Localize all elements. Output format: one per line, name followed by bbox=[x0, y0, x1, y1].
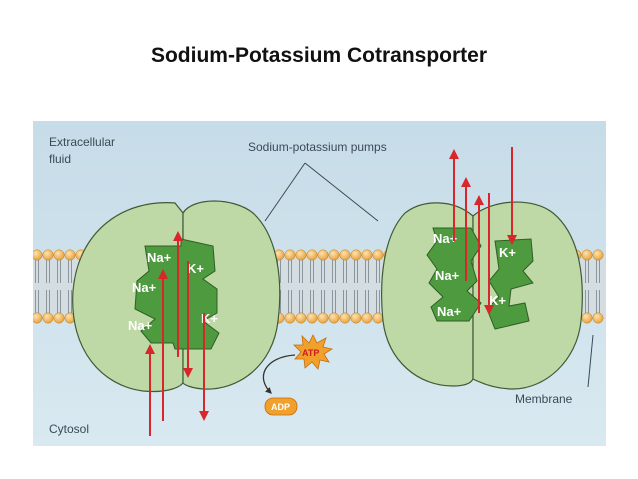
pumps-pointer-right bbox=[304, 162, 379, 222]
pump-diagram: Extracellular fluid Sodium-potassium pum… bbox=[33, 121, 606, 446]
lipid-head bbox=[284, 249, 296, 261]
lipid-head bbox=[53, 312, 65, 324]
lipid-head bbox=[33, 249, 43, 261]
lipid-head bbox=[295, 312, 307, 324]
lipid-head bbox=[372, 312, 384, 324]
lipid-head bbox=[581, 312, 593, 324]
lipid-head bbox=[306, 312, 318, 324]
left-na-ion-2: Na+ bbox=[132, 280, 157, 295]
left-na-ion-3: Na+ bbox=[128, 318, 153, 333]
adp-badge: ADP bbox=[264, 397, 298, 416]
right-binding-site-na bbox=[426, 227, 482, 322]
lipid-head bbox=[328, 312, 340, 324]
left-k-ion-2: K+ bbox=[201, 311, 218, 326]
right-na-ion-1: Na+ bbox=[433, 231, 458, 246]
slide-title: Sodium-Potassium Cotransporter bbox=[150, 44, 488, 67]
lipid-head bbox=[42, 312, 54, 324]
right-pump: Na+ Na+ Na+ K+ K+ bbox=[381, 147, 583, 390]
lipid-head bbox=[317, 312, 329, 324]
right-na-ion-2: Na+ bbox=[435, 268, 460, 283]
extracellular-label-line2: fluid bbox=[49, 152, 71, 166]
right-na-ion-3: Na+ bbox=[437, 304, 462, 319]
lipid-head bbox=[361, 249, 373, 261]
lipid-head bbox=[361, 312, 373, 324]
extracellular-label: Extracellular bbox=[49, 135, 115, 149]
right-k-ion-1: K+ bbox=[499, 245, 516, 260]
membrane-pointer bbox=[587, 334, 594, 388]
adp-label: ADP bbox=[271, 402, 290, 412]
atp-starburst: ATP bbox=[293, 334, 334, 370]
pumps-pointer-left bbox=[264, 162, 306, 222]
membrane-label: Membrane bbox=[515, 392, 573, 406]
pumps-label: Sodium-potassium pumps bbox=[248, 140, 387, 154]
left-na-ion-1: Na+ bbox=[147, 250, 172, 265]
lipid-head bbox=[33, 312, 43, 324]
atp-to-adp-arrow bbox=[262, 354, 296, 394]
lipid-head bbox=[372, 249, 384, 261]
lipid-head bbox=[339, 249, 351, 261]
lipid-head bbox=[350, 312, 362, 324]
lipid-head bbox=[295, 249, 307, 261]
lipid-head bbox=[592, 312, 604, 324]
lipid-head bbox=[339, 312, 351, 324]
left-k-ion-1: K+ bbox=[187, 261, 204, 276]
lipid-head bbox=[581, 249, 593, 261]
left-pump: Na+ Na+ Na+ K+ K+ bbox=[72, 200, 281, 436]
lipid-head bbox=[42, 249, 54, 261]
lipid-head bbox=[306, 249, 318, 261]
atp-label: ATP bbox=[302, 348, 319, 358]
lipid-head bbox=[64, 249, 76, 261]
cytosol-label: Cytosol bbox=[49, 422, 89, 436]
lipid-head bbox=[317, 249, 329, 261]
lipid-head bbox=[284, 312, 296, 324]
lipid-head bbox=[328, 249, 340, 261]
lipid-head bbox=[53, 249, 65, 261]
right-k-ion-2: K+ bbox=[489, 293, 506, 308]
right-binding-site-k bbox=[486, 238, 534, 330]
lipid-head bbox=[592, 249, 604, 261]
lipid-head bbox=[350, 249, 362, 261]
